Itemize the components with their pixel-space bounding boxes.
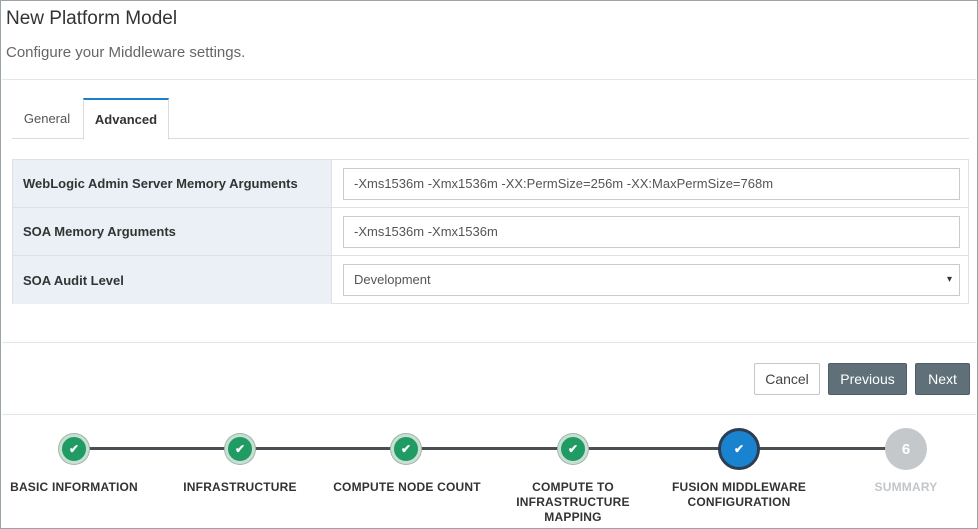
step-label-summary: SUMMARY <box>874 480 938 494</box>
soa-audit-level-value: Development <box>354 272 431 287</box>
middleware-settings-form: WebLogic Admin Server Memory Arguments -… <box>12 159 969 304</box>
next-button[interactable]: Next <box>915 363 970 395</box>
header-divider <box>2 79 976 80</box>
chevron-down-icon: ▾ <box>946 274 952 285</box>
step-label-compute-to-infrastructure-mapping: COMPUTE TO INFRASTRUCTURE MAPPING <box>516 480 630 524</box>
form-row-soa-audit-level: SOA Audit Level Development ▾ <box>13 256 968 304</box>
soa-audit-level-select[interactable]: Development ▾ <box>343 264 960 296</box>
check-icon: ✔ <box>234 442 246 456</box>
train-step-infrastructure[interactable]: ✔ <box>225 434 255 464</box>
weblogic-memory-input[interactable]: -Xms1536m -Xmx1536m -XX:PermSize=256m -X… <box>343 168 960 200</box>
previous-button[interactable]: Previous <box>828 363 907 395</box>
weblogic-memory-label: WebLogic Admin Server Memory Arguments <box>13 160 332 207</box>
check-icon: ✔ <box>400 442 412 456</box>
train-divider <box>2 414 976 415</box>
cancel-button[interactable]: Cancel <box>754 363 820 395</box>
check-icon: ✔ <box>733 442 745 456</box>
soa-audit-level-label: SOA Audit Level <box>13 256 332 304</box>
tab-bar: General Advanced <box>12 98 969 140</box>
step-label-compute-node-count: COMPUTE NODE COUNT <box>333 480 481 494</box>
check-icon: ✔ <box>68 442 80 456</box>
page-subtitle: Configure your Middleware settings. <box>6 44 246 61</box>
step-number: 6 <box>901 440 911 458</box>
train-step-compute-to-infrastructure-mapping[interactable]: ✔ <box>558 434 588 464</box>
train-step-summary: 6 <box>885 428 927 470</box>
step-label-basic-information: BASIC INFORMATION <box>10 480 138 494</box>
train-step-compute-node-count[interactable]: ✔ <box>391 434 421 464</box>
step-label-fusion-middleware-configuration: FUSION MIDDLEWARE CONFIGURATION <box>671 480 807 509</box>
tab-general[interactable]: General <box>23 111 71 126</box>
form-row-weblogic-memory: WebLogic Admin Server Memory Arguments -… <box>13 160 968 208</box>
soa-memory-label: SOA Memory Arguments <box>13 208 332 255</box>
form-row-soa-memory: SOA Memory Arguments -Xms1536m -Xmx1536m <box>13 208 968 256</box>
check-icon: ✔ <box>567 442 579 456</box>
form-divider <box>2 342 976 343</box>
train-step-basic-information[interactable]: ✔ <box>59 434 89 464</box>
page-title: New Platform Model <box>6 8 178 29</box>
soa-memory-input[interactable]: -Xms1536m -Xmx1536m <box>343 216 960 248</box>
train-step-fusion-middleware-configuration[interactable]: ✔ <box>718 428 760 470</box>
tab-advanced[interactable]: Advanced <box>83 98 169 140</box>
step-label-infrastructure: INFRASTRUCTURE <box>183 480 297 494</box>
train-connector-line <box>74 447 906 450</box>
